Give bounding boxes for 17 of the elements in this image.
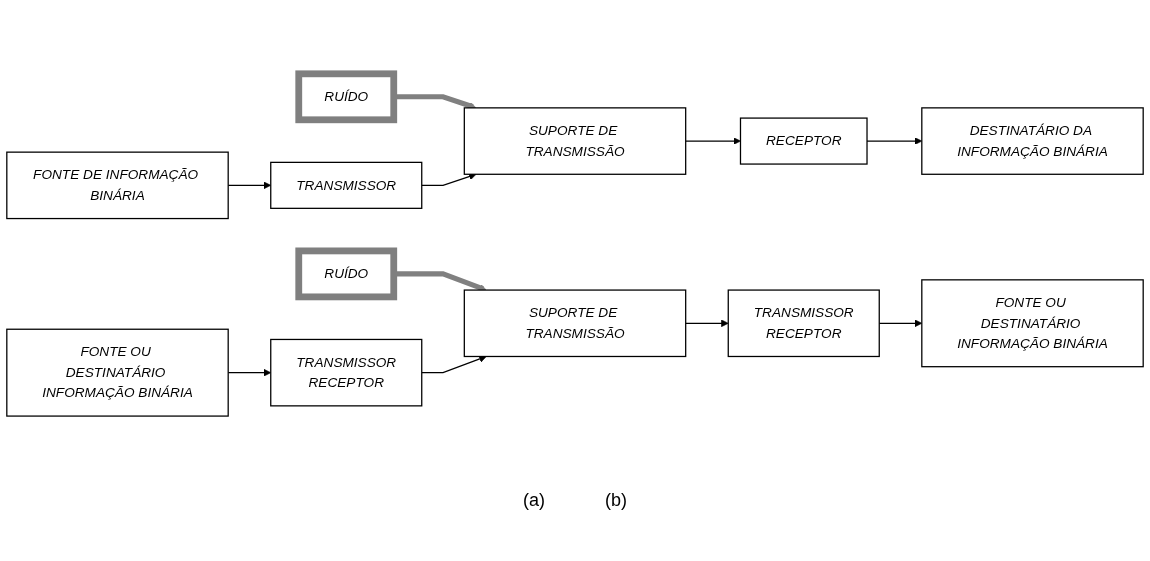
arrow xyxy=(685,137,741,145)
node-box: FONTE DE INFORMAÇÃO BINÁRIA xyxy=(6,151,229,220)
node-box: TRANSMISSOR RECEPTOR xyxy=(270,338,423,407)
panel-label: (b) xyxy=(605,490,627,511)
node-box: TRANSMISSOR RECEPTOR xyxy=(727,289,880,358)
arrow xyxy=(421,355,487,374)
node-box: TRANSMISSOR xyxy=(270,161,423,209)
node-box: SUPORTE DE TRANSMISSÃO xyxy=(463,107,687,175)
node-box: RUÍDO xyxy=(295,247,398,301)
panel-label: (a) xyxy=(523,490,545,511)
arrow xyxy=(685,319,729,328)
node-box: RUÍDO xyxy=(295,70,398,124)
node-box: SUPORTE DE TRANSMISSÃO xyxy=(463,289,687,358)
node-box: DESTINATÁRIO DA INFORMAÇÃO BINÁRIA xyxy=(921,107,1144,175)
node-box: RECEPTOR xyxy=(739,117,868,165)
node-box: FONTE OU DESTINATÁRIO INFORMAÇÃO BINÁRIA xyxy=(6,328,229,417)
node-box: FONTE OU DESTINATÁRIO INFORMAÇÃO BINÁRIA xyxy=(921,279,1144,368)
